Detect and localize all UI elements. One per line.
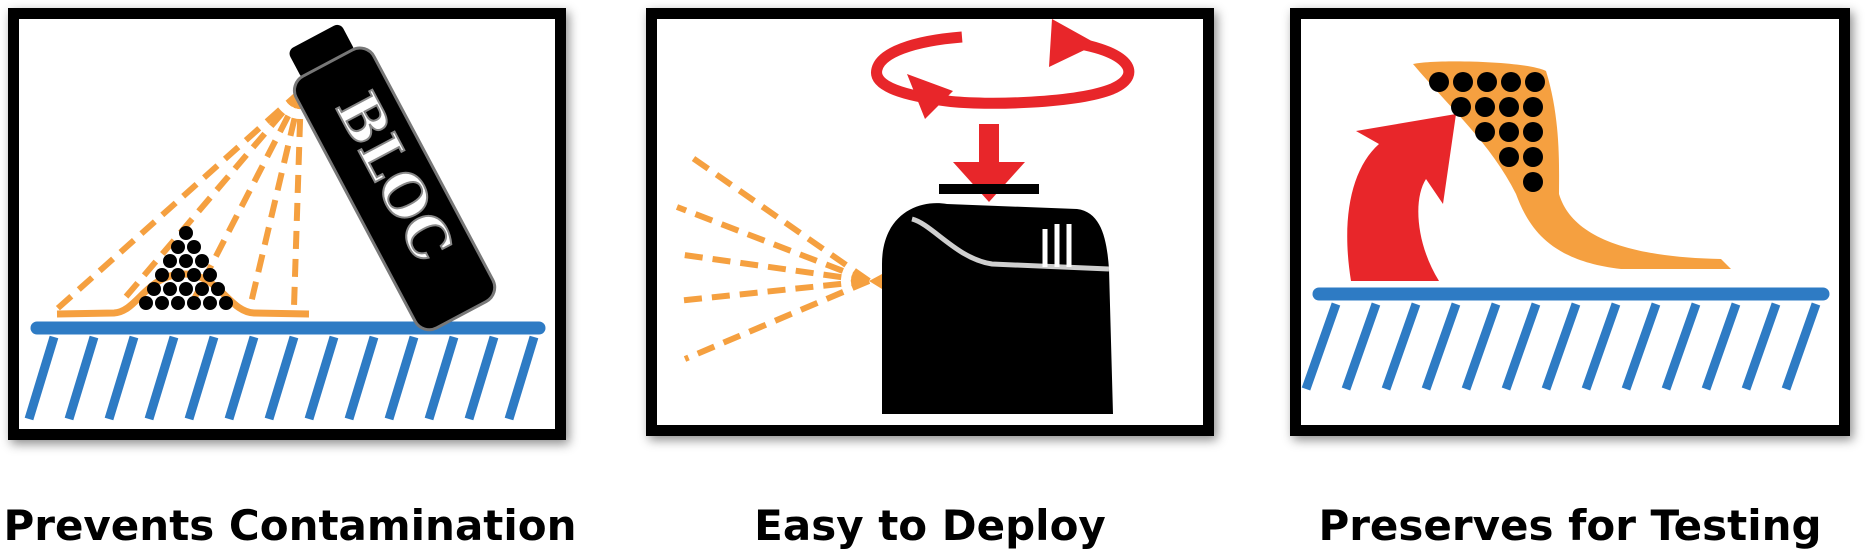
dispenser-icon <box>869 184 1113 414</box>
deploy-illustration <box>675 19 1135 414</box>
contamination-illustration: BLOC <box>24 24 546 421</box>
particle-pile-icon <box>139 226 233 310</box>
caption-preserves-for-testing: Preserves for Testing <box>1318 501 1822 550</box>
spray-cone-icon <box>55 88 304 312</box>
particle-cluster-icon <box>1429 72 1545 192</box>
panel-easy-to-deploy <box>646 8 1214 436</box>
spray-cone-icon <box>675 151 871 362</box>
hatched-surface-icon <box>1301 287 1830 415</box>
hatched-surface-icon <box>24 321 546 421</box>
spray-can-icon: BLOC <box>289 24 497 332</box>
down-arrow-icon <box>953 124 1025 202</box>
rotate-arrow-icon <box>871 19 1135 119</box>
lift-arrow-icon <box>1347 114 1456 281</box>
caption-prevents-contamination: Prevents Contamination <box>3 501 577 550</box>
panel-preserves-for-testing <box>1290 8 1850 436</box>
panel-prevents-contamination: BLOC <box>8 8 566 440</box>
peeled-film-icon <box>1413 61 1731 269</box>
testing-illustration <box>1301 61 1830 415</box>
caption-easy-to-deploy: Easy to Deploy <box>754 501 1106 550</box>
